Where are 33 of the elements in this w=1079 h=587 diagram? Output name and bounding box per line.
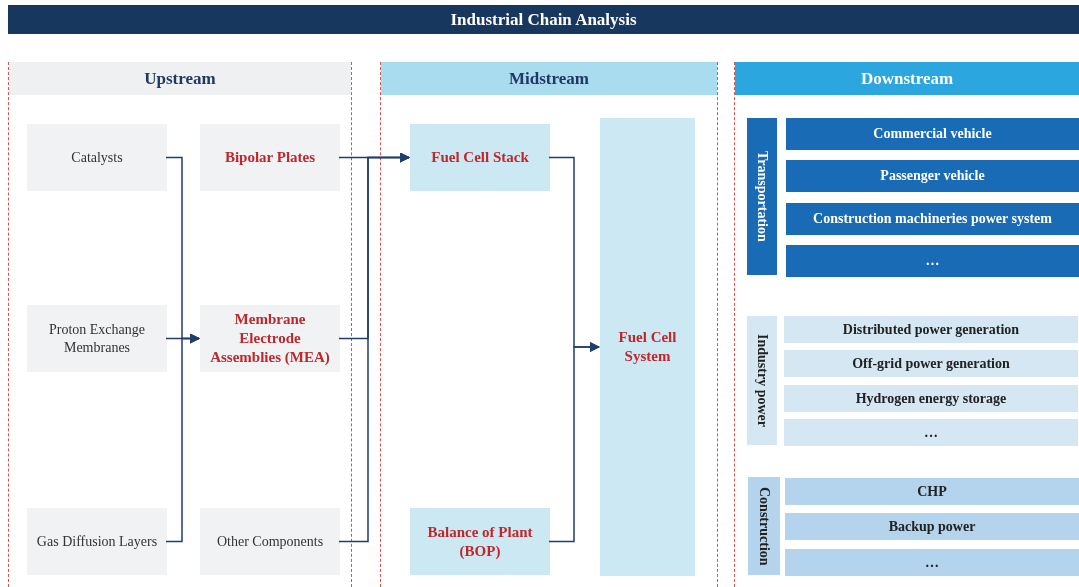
- application-box: …: [784, 419, 1078, 446]
- category-bar: Construction: [748, 477, 780, 575]
- connector-arrow: [548, 342, 600, 543]
- application-box: …: [785, 549, 1079, 576]
- application-box: Backup power: [785, 513, 1079, 540]
- process-box: Fuel Cell Stack: [410, 124, 550, 191]
- component-box: Proton Exchange Membranes: [27, 305, 167, 372]
- component-box: Membrane Electrode Assemblies (MEA): [200, 305, 340, 372]
- title-banner: Industrial Chain Analysis: [8, 5, 1079, 34]
- process-box: Fuel Cell System: [600, 118, 695, 576]
- connector-arrow: [165, 333, 200, 543]
- application-box: Construction machineries power system: [786, 203, 1079, 235]
- category-bar: Industry power: [747, 316, 777, 445]
- application-box: Hydrogen energy storage: [784, 385, 1078, 412]
- column-section: [8, 62, 352, 587]
- application-box: Passenger vehicle: [786, 160, 1079, 192]
- connector-arrow: [338, 152, 410, 543]
- section-header: Upstream: [9, 62, 351, 95]
- section-header: Midstream: [381, 62, 717, 95]
- application-box: Distributed power generation: [784, 316, 1078, 343]
- component-box: Catalysts: [27, 124, 167, 191]
- application-box: CHP: [785, 478, 1079, 505]
- application-box: …: [786, 245, 1079, 277]
- process-box: Balance of Plant (BOP): [410, 508, 550, 575]
- category-bar: Transportation: [747, 118, 777, 275]
- component-box: Gas Diffusion Layers: [27, 508, 167, 575]
- column-section: [380, 62, 718, 587]
- application-box: Commercial vehicle: [786, 118, 1079, 150]
- component-box: Bipolar Plates: [200, 124, 340, 191]
- component-box: Other Components: [200, 508, 340, 575]
- column-section: [734, 62, 1079, 587]
- application-box: Off-grid power generation: [784, 350, 1078, 377]
- section-header: Downstream: [735, 62, 1079, 95]
